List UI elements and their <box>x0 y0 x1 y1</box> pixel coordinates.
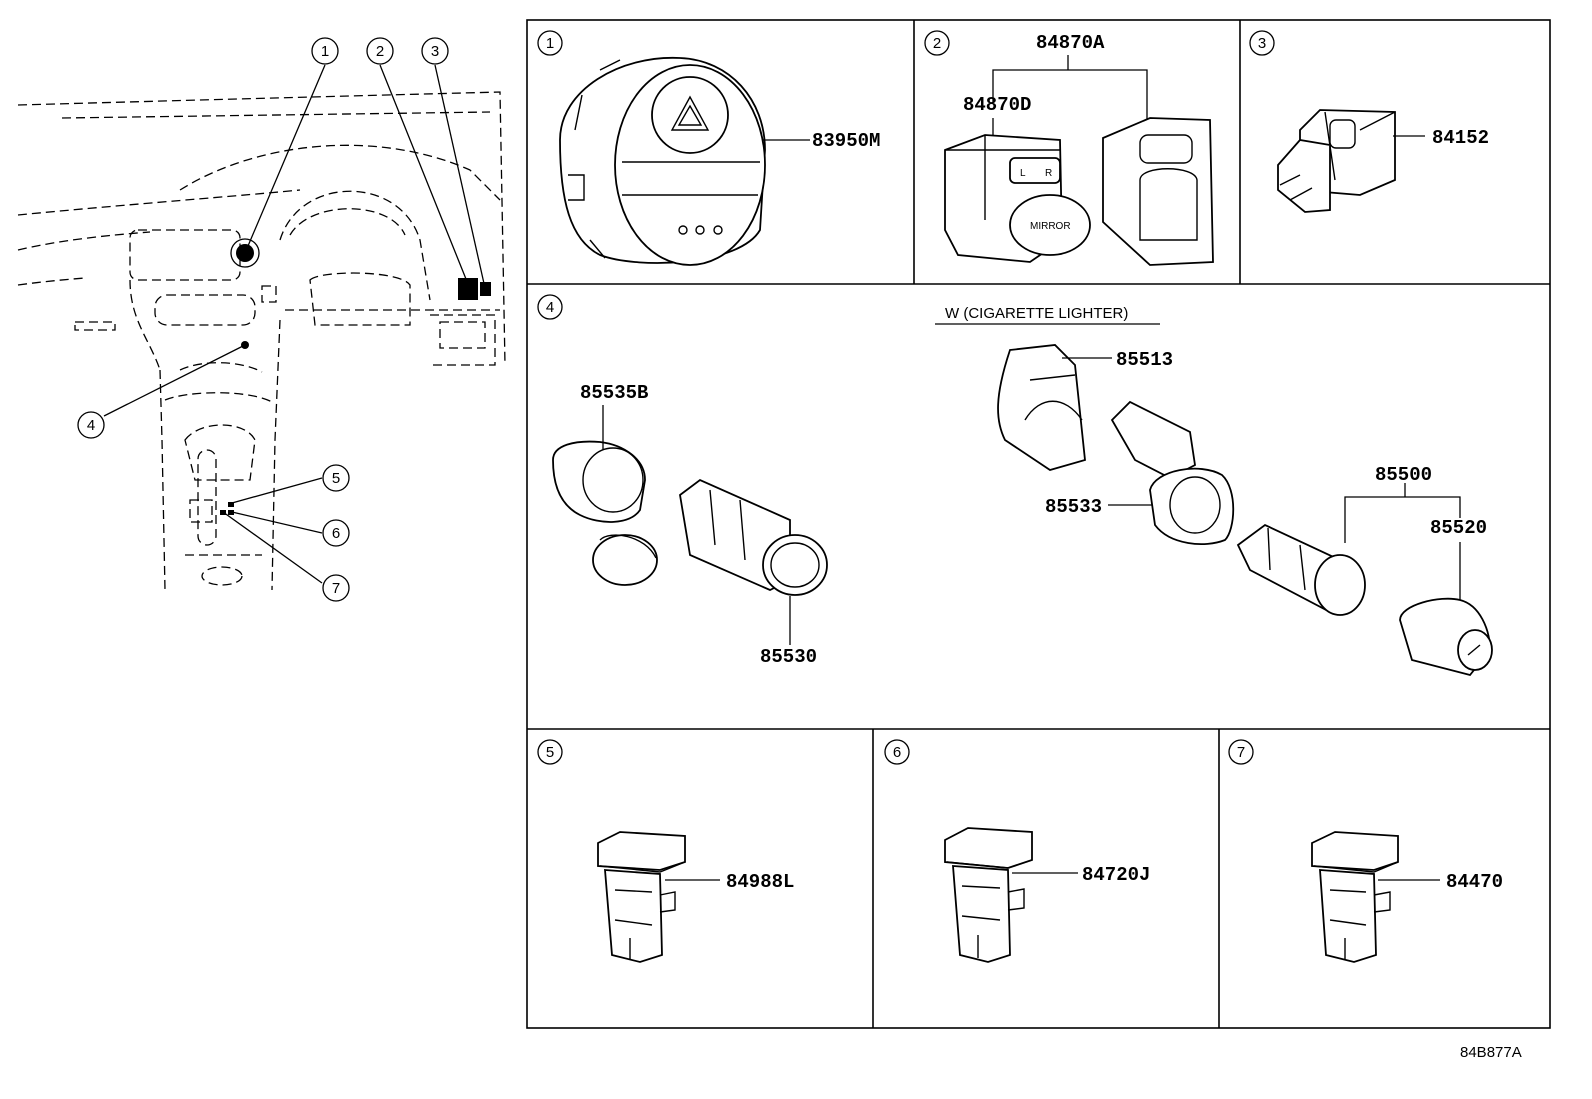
svg-text:85530: 85530 <box>760 646 817 668</box>
svg-text:4: 4 <box>87 417 95 434</box>
socket-85535b-drawing <box>552 440 658 586</box>
mirror-switch-drawing: L R MIRROR <box>944 117 1214 266</box>
panel-1: 1 83950M <box>537 30 880 266</box>
panel-3: 3 84152 <box>1249 30 1489 213</box>
svg-text:5: 5 <box>546 744 554 761</box>
panel-4: 4 W (CIGARETTE LIGHTER) 85535B 85530 855… <box>537 294 1493 677</box>
panel-7: 7 84470 <box>1228 739 1503 963</box>
lighter-element-drawing <box>1236 523 1366 616</box>
svg-text:84870A: 84870A <box>1036 32 1105 54</box>
svg-text:84720J: 84720J <box>1082 864 1150 886</box>
svg-text:R: R <box>1045 168 1052 179</box>
svg-text:4: 4 <box>546 299 554 316</box>
switch-84470-drawing <box>1311 831 1399 963</box>
callout-1: 1 <box>311 37 339 65</box>
svg-text:84870D: 84870D <box>963 94 1031 116</box>
svg-text:7: 7 <box>1237 744 1245 761</box>
callout-7: 7 <box>322 574 350 602</box>
bracket-85513-drawing <box>997 344 1086 471</box>
svg-text:84470: 84470 <box>1446 871 1503 893</box>
svg-text:85520: 85520 <box>1430 517 1487 539</box>
svg-text:85513: 85513 <box>1116 349 1173 371</box>
svg-text:1: 1 <box>546 35 554 52</box>
svg-text:6: 6 <box>332 525 340 542</box>
switch-84988l-drawing <box>597 831 686 963</box>
hazard-switch-drawing <box>559 57 766 266</box>
callout-2: 2 <box>366 37 394 65</box>
svg-text:2: 2 <box>376 43 384 60</box>
svg-text:3: 3 <box>1258 35 1266 52</box>
callout-5: 5 <box>322 464 350 492</box>
switch-84720j-drawing <box>944 827 1033 963</box>
svg-text:1: 1 <box>321 43 329 60</box>
dashboard-overview: 1 2 3 4 5 6 7 <box>17 37 506 602</box>
svg-text:84152: 84152 <box>1432 127 1489 149</box>
body-85533-drawing <box>1110 400 1235 545</box>
panel-6: 6 84720J <box>884 739 1150 963</box>
svg-text:2: 2 <box>933 35 941 52</box>
svg-text:6: 6 <box>893 744 901 761</box>
callout-4: 4 <box>77 411 105 439</box>
svg-text:7: 7 <box>332 580 340 597</box>
callout-6: 6 <box>322 519 350 547</box>
svg-text:W (CIGARETTE LIGHTER): W (CIGARETTE LIGHTER) <box>945 305 1128 322</box>
panel-2: 2 84870A 84870D L R MIRROR <box>924 30 1214 266</box>
svg-text:85533: 85533 <box>1045 496 1102 518</box>
outlet-85530-drawing <box>679 478 828 596</box>
diagram-id: 84B877A <box>1460 1044 1522 1061</box>
svg-text:84988L: 84988L <box>726 871 794 893</box>
svg-text:3: 3 <box>431 43 439 60</box>
svg-text:83950M: 83950M <box>812 130 880 152</box>
svg-text:85535B: 85535B <box>580 382 648 404</box>
svg-text:5: 5 <box>332 470 340 487</box>
panel-grid <box>526 19 1551 1029</box>
svg-text:MIRROR: MIRROR <box>1030 221 1071 232</box>
svg-text:L: L <box>1020 168 1026 179</box>
switch-84152-drawing <box>1277 109 1396 213</box>
callout-3: 3 <box>421 37 449 65</box>
lighter-plug-drawing <box>1399 597 1493 677</box>
svg-text:85500: 85500 <box>1375 464 1432 486</box>
panel-5: 5 84988L <box>537 739 794 963</box>
